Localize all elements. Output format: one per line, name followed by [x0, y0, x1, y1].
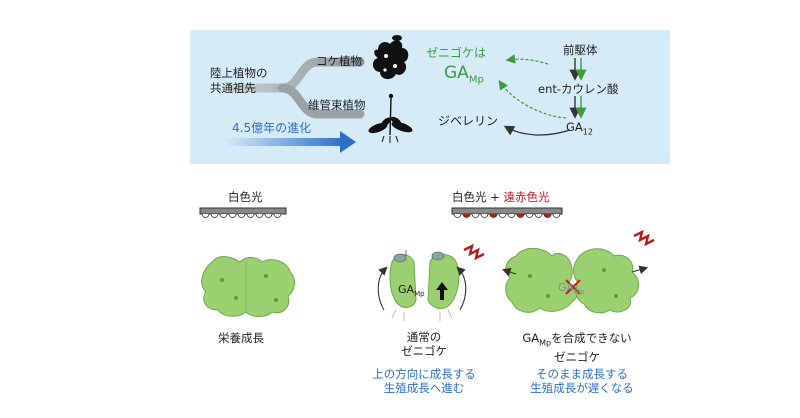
- ga12-label: GA12: [566, 120, 593, 137]
- vascular-plant-label: 維管束植物: [308, 98, 366, 112]
- thallus-mutant: [501, 248, 649, 314]
- precursor-label: 前駆体: [563, 43, 598, 57]
- thallus-normal: [377, 250, 467, 321]
- evolution-arrow: [225, 131, 356, 153]
- gibberellin-label: ジベレリン: [438, 114, 499, 128]
- white-plus-farred-label: 白色光 + 遠赤色光: [452, 190, 550, 204]
- moss-icon: [372, 35, 409, 80]
- vegetative-growth-label: 栄養成長: [218, 331, 264, 345]
- biosynthesis-arrows: [498, 54, 587, 136]
- liverwort-label: ゼニゴケは: [426, 46, 487, 60]
- normal-liverwort-label: 通常のゼニゴケ: [401, 330, 447, 358]
- evolution-label: 4.5億年の進化: [232, 121, 312, 135]
- mutant-result-label: そのまま成長する生殖成長が遅くなる: [530, 367, 634, 395]
- ga-mp-blocked-label: GAMp: [558, 281, 585, 297]
- normal-result-label: 上の方向に成長する生殖成長へ進む: [372, 367, 476, 395]
- white-light-bar-1: [199, 207, 287, 218]
- ga-mp-label: GAMp: [444, 63, 484, 86]
- white-light-label: 白色光: [228, 190, 263, 204]
- lightning-icon: [463, 243, 485, 261]
- white-farred-light-bar: [451, 207, 563, 218]
- moss-label: コケ植物: [316, 54, 362, 68]
- ent-kaurenoic-acid-label: ent-カウレン酸: [538, 82, 619, 96]
- mutant-liverwort-label: GAMpを合成できないゼニゴケ: [522, 331, 632, 365]
- common-ancestor-label: 陸上植物の 共通祖先: [210, 66, 268, 95]
- ga-mp-in-plant-label: GAMp: [398, 283, 425, 299]
- evolution-fork: [227, 57, 365, 119]
- lightning-icon: [633, 229, 655, 247]
- vascular-plant-icon: [368, 93, 413, 143]
- thallus-vegetative: [201, 256, 295, 317]
